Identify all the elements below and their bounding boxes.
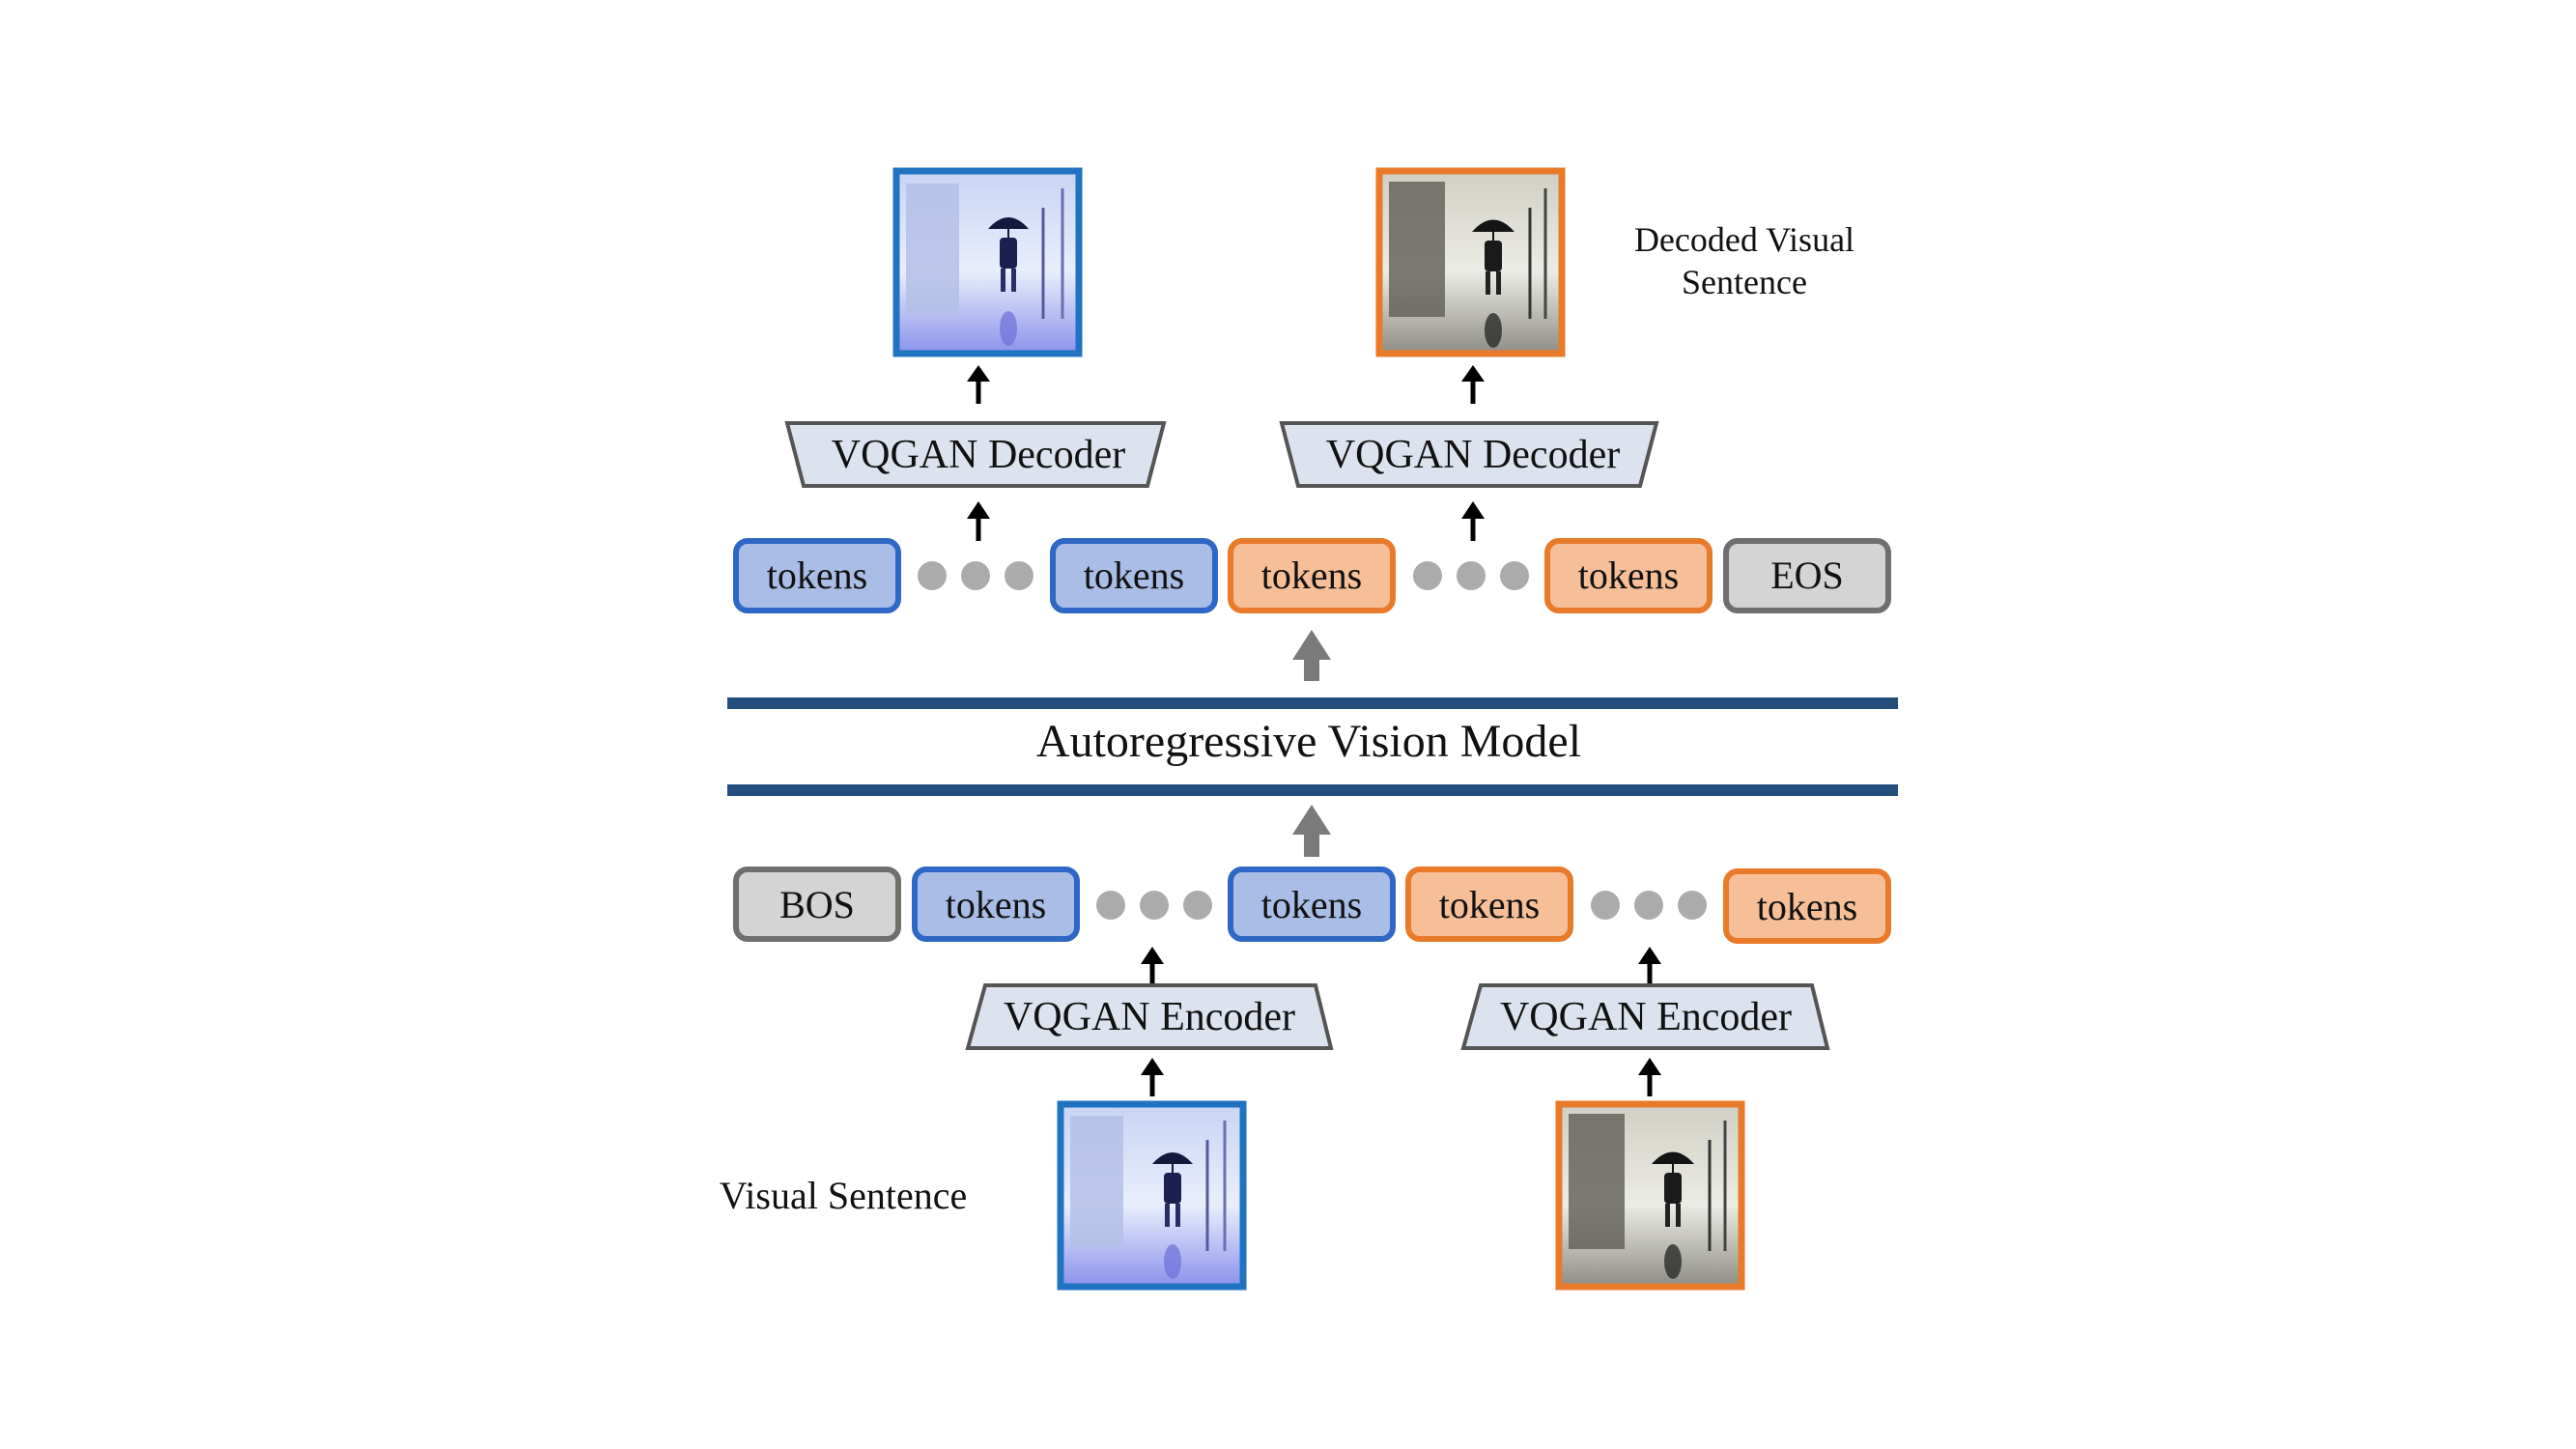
- input-image-orange: [1555, 1100, 1745, 1291]
- input-ellipsis-orange: [1591, 891, 1707, 920]
- output-token-4: tokens: [1544, 538, 1713, 613]
- output-token-3-label: tokens: [1261, 554, 1362, 597]
- decoded-image-blue: [892, 167, 1083, 357]
- eos-token: EOS: [1723, 538, 1891, 613]
- encoder-label-left: VQGAN Encoder: [1004, 995, 1295, 1039]
- output-token-2-label: tokens: [1084, 554, 1184, 597]
- arrow-tokens-to-decoder-right: [1461, 501, 1485, 541]
- arrow-decoder-to-image-right: [1461, 365, 1485, 404]
- input-token-1-label: tokens: [946, 883, 1046, 926]
- arrow-input-to-model: [1292, 805, 1331, 857]
- output-ellipsis-blue: [918, 561, 1033, 590]
- decoder-label-right: VQGAN Decoder: [1326, 433, 1620, 477]
- output-token-1: tokens: [733, 538, 901, 613]
- output-token-3: tokens: [1228, 538, 1396, 613]
- decoded-image-orange: [1375, 167, 1566, 357]
- vqgan-decoder-left: VQGAN Decoder: [784, 421, 1167, 488]
- input-token-2-label: tokens: [1261, 883, 1362, 926]
- input-ellipsis-blue: [1096, 891, 1212, 920]
- arrow-image-to-encoder-left: [1141, 1058, 1164, 1096]
- arrow-model-to-output: [1292, 630, 1331, 681]
- input-token-4: tokens: [1723, 868, 1891, 944]
- autoregressive-vision-model: Autoregressive Vision Model: [727, 697, 1898, 796]
- arrow-decoder-to-image-left: [967, 365, 990, 404]
- bos-label: BOS: [779, 883, 855, 926]
- decoder-label-left: VQGAN Decoder: [832, 433, 1125, 477]
- input-token-3-label: tokens: [1439, 883, 1540, 926]
- model-label: Autoregressive Vision Model: [1036, 716, 1581, 767]
- bottom-caption: Visual Sentence: [720, 1174, 967, 1217]
- arrow-tokens-to-decoder-left: [967, 501, 990, 541]
- bos-token: BOS: [733, 867, 901, 942]
- arrow-encoder-to-tokens-left: [1141, 947, 1164, 985]
- arrow-encoder-to-tokens-right: [1638, 947, 1661, 985]
- input-token-3: tokens: [1405, 867, 1573, 942]
- eos-label: EOS: [1770, 554, 1844, 597]
- vqgan-encoder-left: VQGAN Encoder: [965, 983, 1334, 1050]
- vqgan-decoder-right: VQGAN Decoder: [1279, 421, 1659, 488]
- input-token-2: tokens: [1228, 867, 1396, 942]
- output-ellipsis-orange: [1413, 561, 1529, 590]
- top-caption-line2: Sentence: [1682, 263, 1807, 301]
- top-caption-line1: Decoded Visual: [1634, 220, 1854, 259]
- input-token-1: tokens: [912, 867, 1080, 942]
- output-token-1-label: tokens: [767, 554, 867, 597]
- vqgan-encoder-right: VQGAN Encoder: [1460, 983, 1830, 1050]
- encoder-label-right: VQGAN Encoder: [1500, 995, 1792, 1039]
- output-token-2: tokens: [1050, 538, 1218, 613]
- input-token-4-label: tokens: [1757, 885, 1857, 928]
- arrow-image-to-encoder-right: [1638, 1058, 1661, 1096]
- input-image-blue: [1057, 1100, 1247, 1291]
- output-token-4-label: tokens: [1578, 554, 1679, 597]
